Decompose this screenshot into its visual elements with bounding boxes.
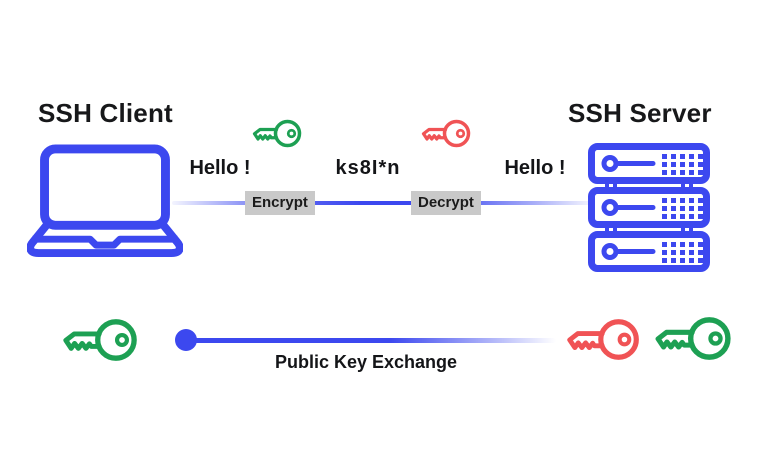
red-key-icon	[421, 119, 471, 148]
server-rack-icon	[588, 143, 710, 273]
encrypt-label: Encrypt	[245, 191, 315, 215]
plaintext-message-sent: Hello !	[189, 157, 251, 179]
red-key-icon	[566, 318, 640, 361]
server-title: SSH Server	[568, 98, 712, 128]
green-key-icon	[654, 316, 732, 361]
green-key-icon	[252, 119, 302, 148]
laptop-icon	[27, 143, 183, 258]
ciphertext-message: ks8I*n	[335, 157, 401, 179]
encrypted-channel-line	[172, 201, 592, 205]
public-key-exchange-line	[186, 338, 556, 343]
client-title: SSH Client	[38, 98, 173, 128]
exchange-start-dot	[175, 329, 197, 351]
plaintext-message-received: Hello !	[504, 157, 566, 179]
decrypt-label: Decrypt	[411, 191, 481, 215]
public-key-exchange-label: Public Key Exchange	[274, 352, 458, 372]
green-key-icon	[62, 318, 138, 362]
